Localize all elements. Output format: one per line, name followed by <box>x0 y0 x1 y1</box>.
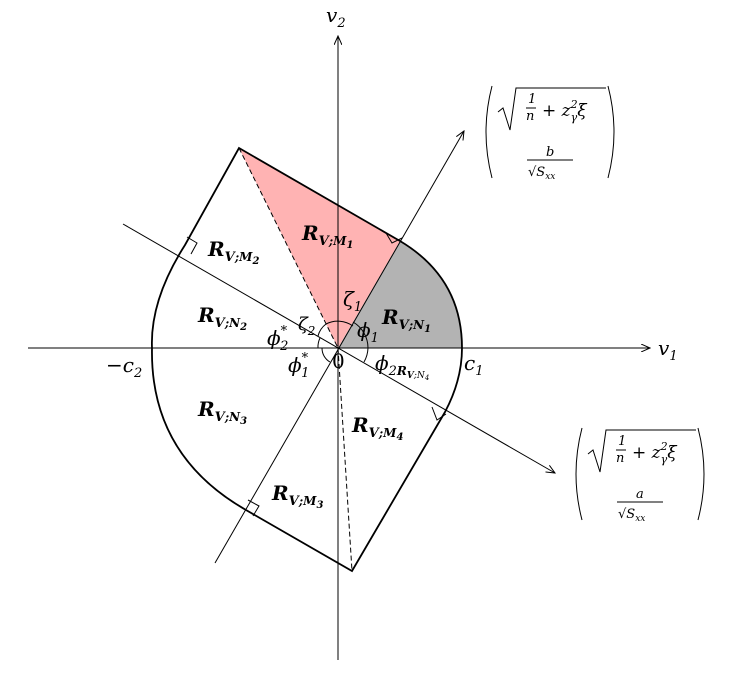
label-rv-m1: RV;M1 <box>301 221 353 251</box>
region-outline <box>151 146 463 573</box>
region-n1-fill <box>338 241 462 348</box>
c1-label: c1 <box>464 351 483 379</box>
label-rv-n3: RV;N3 <box>197 397 247 427</box>
arc-phi2-rv <box>363 347 369 363</box>
svg-text:√Sxx: √Sxx <box>528 165 555 182</box>
v1-label: v1 <box>658 336 678 364</box>
dashed-line-m1 <box>238 147 339 349</box>
right-angle-m1 <box>385 232 403 244</box>
arc-zeta1 <box>325 320 354 327</box>
label-phi2-star: ϕ*2 <box>267 324 288 354</box>
label-rv-m4: RV;M4 <box>351 413 403 443</box>
label-rv-m2: RV;M2 <box>207 237 259 267</box>
svg-text:b: b <box>546 145 554 160</box>
dashed-line-m4 <box>337 347 353 572</box>
c2-label: −c2 <box>106 353 142 381</box>
right-angle-m4 <box>431 406 447 421</box>
arc-phi2-star <box>317 337 321 349</box>
label-phi1-star: ϕ*1 <box>288 351 309 381</box>
svg-text:n: n <box>616 451 624 466</box>
arc-phi1 <box>352 321 369 349</box>
svg-text:n: n <box>526 109 534 124</box>
svg-text:1: 1 <box>618 434 626 449</box>
arc-zeta2 <box>317 323 327 337</box>
arc-phi1-star <box>321 347 331 363</box>
label-rv-m3: RV;M3 <box>271 481 323 511</box>
label-zeta2: ζ2 <box>298 314 315 338</box>
region-m1-fill <box>239 148 400 348</box>
label-zeta1: ζ1 <box>343 287 362 315</box>
direction-line-a <box>122 223 555 473</box>
label-rv-n1: RV;N1 <box>381 305 431 335</box>
svg-text:1: 1 <box>528 92 536 107</box>
label-rv-n2: RV;N2 <box>197 303 247 333</box>
origin-label: 0 <box>332 349 345 373</box>
right-angle-m3 <box>247 499 260 517</box>
svg-text:a: a <box>636 487 644 502</box>
v2-label: v2 <box>326 3 346 31</box>
label-phi2-rv: ϕ2RV;N4 <box>375 351 429 382</box>
right-angle-m2 <box>186 236 198 255</box>
direction-line-b <box>214 131 464 564</box>
svg-text:√Sxx: √Sxx <box>618 507 645 524</box>
label-phi1: ϕ1 <box>357 318 379 346</box>
